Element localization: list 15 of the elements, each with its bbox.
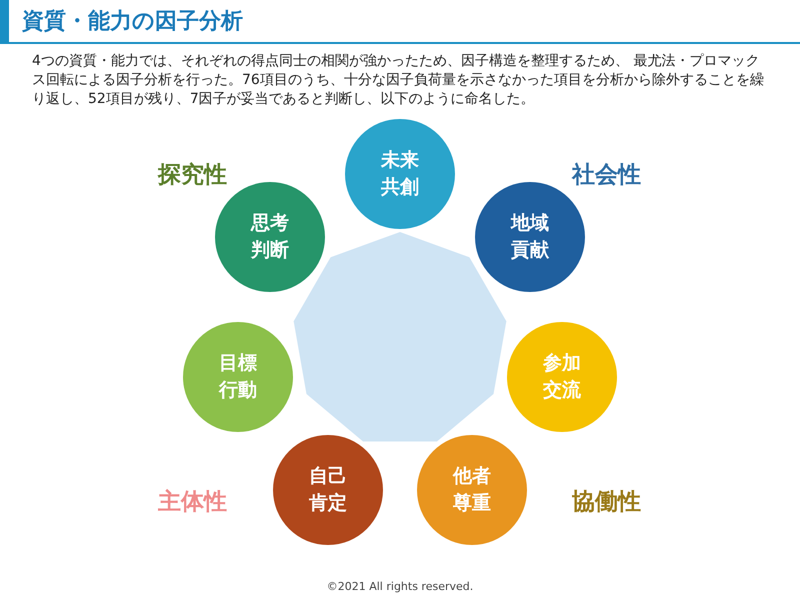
factor-label: 思考判断 [250,211,290,263]
factor-label: 他者尊重 [452,464,492,516]
factor-label: 参加交流 [542,351,582,403]
copyright-text: ©2021 All rights reserved. [326,580,474,593]
description-text: 4つの資質・能力では、それぞれの得点同士の相関が強かったため、因子構造を整理するため、 最尤法・プロマックス回転による因子分析を行った。76項目のうち、十分な因子負荷量を示さなかった項目を分析から除外することを繰り返し、52項目が残り、7因子が妥当であると判断し、以下のように命名した。 [32,52,765,109]
factor-label: 自己肯定 [308,464,348,516]
category-label: 主体性 [158,488,227,517]
factor-label: 未来共創 [380,148,420,200]
title: 資質・能力の因子分析 [22,8,243,36]
category-label: 協働性 [572,488,641,517]
factor-label: 地域貢献 [510,211,550,263]
category-label: 探究性 [158,161,227,190]
category-label: 社会性 [572,161,641,190]
factor-label: 目標行動 [218,351,258,403]
nonagon-background [294,232,506,442]
